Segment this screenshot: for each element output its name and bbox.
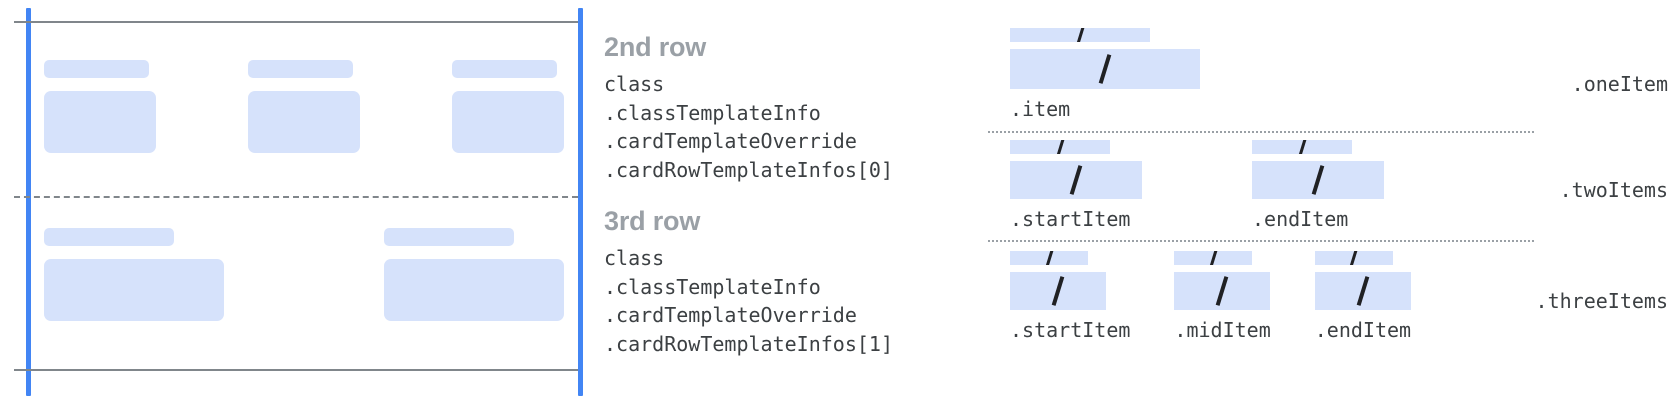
slash-icon [1209, 251, 1218, 265]
row-divider-dashed-line [14, 196, 578, 198]
placeholder-label-bar [248, 60, 353, 78]
placeholder-value-slash-box [1010, 161, 1142, 199]
variant-class-name: .twoItems [1559, 178, 1668, 202]
variant-item: .item [1010, 28, 1200, 121]
slash-icon [1356, 276, 1370, 306]
variant-item-label: .startItem [1010, 318, 1131, 342]
placeholder-label-bar [452, 60, 557, 78]
left-margin-guide-line [26, 8, 31, 396]
annotation-path-line: class [604, 246, 665, 270]
placeholder-label-bar [44, 228, 174, 246]
variant-class-name: .threeItems [1535, 289, 1668, 313]
variant-item-group: .item [1010, 28, 1200, 121]
card-column [44, 60, 156, 153]
annotation-path-line: .cardTemplateOverride [604, 303, 857, 327]
card-top-border-line [14, 21, 578, 23]
variant-item: .endItem [1252, 140, 1384, 231]
placeholder-label-bar [44, 60, 149, 78]
slash-icon [1045, 251, 1053, 265]
row-item-variants-diagram: .item .oneItem .startItem [988, 0, 1676, 412]
placeholder-label-slash-bar [1314, 251, 1393, 265]
annotation-path-line: .cardRowTemplateInfos[0] [604, 157, 893, 182]
variant-item: .midItem [1174, 251, 1271, 342]
annotation-second-row: 2nd row class .classTemplateInfo .cardTe… [604, 30, 893, 184]
placeholder-label-bar [384, 228, 514, 246]
variant-class-name: .oneItem [1571, 72, 1668, 96]
variant-item-group: .startItem .endItem [1010, 140, 1384, 231]
annotation-path-line: class [604, 72, 665, 96]
variant-item-label: .endItem [1252, 207, 1349, 231]
annotation-path-line: .cardRowTemplateInfos[1] [604, 331, 893, 356]
annotation-heading: 2nd row [604, 32, 707, 62]
placeholder-value-slash-box [1314, 272, 1411, 310]
card-row-third [44, 228, 564, 321]
slash-icon [1311, 165, 1325, 195]
card-column [44, 228, 224, 321]
card-row-second [44, 60, 564, 153]
annotation-path-line: .cardTemplateOverride [604, 129, 857, 153]
placeholder-value-slash-box [1010, 272, 1106, 310]
card-column [248, 60, 360, 153]
slash-icon [1069, 165, 1083, 195]
placeholder-value-slash-box [1010, 49, 1200, 89]
variant-item-label: .endItem [1314, 318, 1412, 342]
placeholder-label-slash-bar [1010, 251, 1088, 265]
card-row-layout-diagram [0, 0, 592, 412]
variant-item-group: .startItem .midItem .endItem [1010, 251, 1411, 342]
placeholder-value-slash-box [1174, 272, 1271, 310]
variant-item: .endItem [1314, 251, 1412, 342]
slash-icon [1349, 251, 1358, 265]
placeholder-label-slash-bar [1252, 140, 1352, 154]
variant-item: .startItem [1010, 140, 1142, 231]
placeholder-value-box [44, 91, 156, 153]
placeholder-value-box [384, 259, 564, 321]
annotation-heading: 3rd row [604, 206, 701, 236]
annotation-text-panel: 2nd row class .classTemplateInfo .cardTe… [604, 0, 964, 412]
annotation-path-line: .classTemplateInfo [604, 100, 821, 125]
right-margin-guide-line [578, 8, 583, 396]
placeholder-value-box [44, 259, 224, 321]
card-column [452, 60, 564, 153]
variant-item-label: .item [1010, 97, 1071, 121]
card-bottom-border-line [14, 369, 578, 371]
slash-icon [1076, 28, 1084, 42]
placeholder-value-box [248, 91, 360, 153]
variant-divider-dotted-line [988, 240, 1534, 242]
slash-icon [1098, 54, 1112, 84]
variant-item-label: .startItem [1010, 207, 1131, 231]
variant-divider-dotted-line [988, 131, 1534, 133]
slash-icon [1051, 276, 1065, 306]
slash-icon [1056, 140, 1064, 154]
placeholder-label-slash-bar [1174, 251, 1253, 265]
placeholder-value-box [452, 91, 564, 153]
card-column [384, 228, 564, 321]
slash-icon [1298, 140, 1306, 154]
variant-item-label: .midItem [1174, 318, 1271, 342]
slash-icon [1216, 276, 1229, 306]
annotation-third-row: 3rd row class .classTemplateInfo .cardTe… [604, 204, 893, 358]
placeholder-value-slash-box [1252, 161, 1384, 199]
placeholder-label-slash-bar [1010, 28, 1150, 42]
placeholder-label-slash-bar [1010, 140, 1110, 154]
annotation-path-line: .classTemplateInfo [604, 274, 821, 299]
variant-item: .startItem [1010, 251, 1130, 342]
